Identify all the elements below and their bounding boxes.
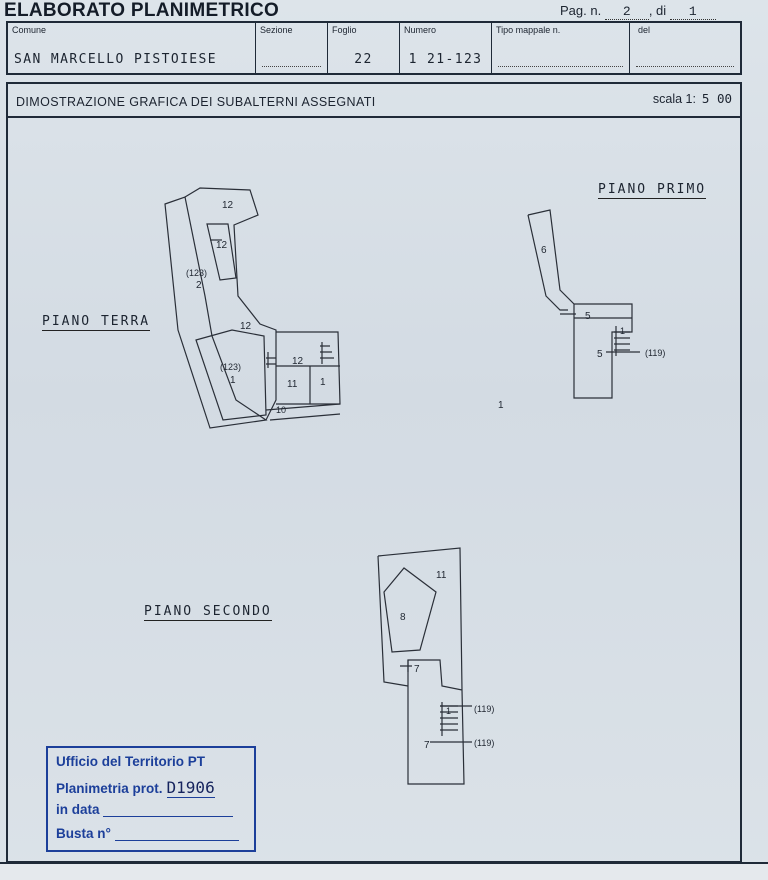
tipo-line xyxy=(498,66,623,67)
primo-unit-label: 5 xyxy=(597,349,603,360)
terra-unit-label: 11 xyxy=(287,379,298,390)
stamp-busta-label: Busta n° xyxy=(56,826,111,841)
pag-value: 2 xyxy=(604,4,649,20)
numero-value: 1 21-123 xyxy=(408,52,483,67)
stamp-busta-line xyxy=(114,840,239,841)
numero-label: Numero xyxy=(404,25,437,35)
primo-unit-label: 5 xyxy=(585,311,591,322)
stamp-data-label: in data xyxy=(56,802,100,817)
plan-piano-terra: 12 12 (123) 2 12 12 (123) 1 11 1 10 xyxy=(164,187,341,429)
tipo-label: Tipo mappale n. xyxy=(496,25,561,35)
numero-cell: Numero 1 21-123 xyxy=(400,23,492,73)
primo-unit-label: 1 xyxy=(620,326,625,336)
secondo-unit-label: (119) xyxy=(474,704,494,714)
terra-unit-label: 1 xyxy=(230,375,236,386)
di-label: , di xyxy=(648,3,667,18)
tipo-cell: Tipo mappale n. xyxy=(492,23,630,73)
office-stamp: Ufficio del Territorio PT Planimetria pr… xyxy=(46,746,256,852)
terra-unit-label: (123) xyxy=(186,268,207,278)
foglio-cell: Foglio 22 xyxy=(328,23,400,73)
terra-unit-label: (123) xyxy=(220,362,241,372)
comune-cell: Comune SAN MARCELLO PISTOIESE xyxy=(8,23,256,73)
secondo-unit-label: 11 xyxy=(436,570,447,581)
stamp-prot-value: D1906 xyxy=(166,778,215,798)
secondo-unit-label: 7 xyxy=(414,664,420,675)
terra-unit-label: 1 xyxy=(320,377,326,388)
page-number: Pag. n. 2, di 1 xyxy=(560,3,716,20)
terra-unit-label: 2 xyxy=(196,280,202,291)
piano-terra-label: PIANO TERRA xyxy=(42,314,151,331)
comune-label: Comune xyxy=(12,25,47,35)
primo-unit-label: (119) xyxy=(645,348,665,358)
di-value: 1 xyxy=(669,4,716,20)
subheader: DIMOSTRAZIONE GRAFICA DEI SUBALTERNI ASS… xyxy=(6,82,742,118)
stamp-line4: Busta n° xyxy=(56,826,239,841)
secondo-unit-label: 8 xyxy=(400,612,406,623)
terra-unit-label: 10 xyxy=(276,405,286,415)
primo-unit-label: 6 xyxy=(541,245,547,256)
footer-band xyxy=(0,862,768,880)
terra-unit-label: 12 xyxy=(216,240,228,251)
scale-value: 5 00 xyxy=(701,91,732,106)
cadastral-header: Comune SAN MARCELLO PISTOIESE Sezione Fo… xyxy=(6,21,742,75)
plan-piano-primo: 6 5 5 1 (119) 1 xyxy=(498,209,665,411)
piano-primo-label: PIANO PRIMO xyxy=(598,182,707,199)
stamp-data-line xyxy=(103,816,234,817)
sezione-label: Sezione xyxy=(260,25,293,35)
del-line xyxy=(636,66,734,67)
document-title: ELABORATO PLANIMETRICO xyxy=(4,0,280,21)
sezione-cell: Sezione xyxy=(256,23,328,73)
comune-value: SAN MARCELLO PISTOIESE xyxy=(14,52,217,67)
terra-unit-label: 12 xyxy=(240,321,252,332)
secondo-unit-label: 7 xyxy=(424,740,430,751)
terra-unit-label: 12 xyxy=(222,200,234,211)
piano-secondo-label: PIANO SECONDO xyxy=(144,604,272,621)
terra-unit-label: 12 xyxy=(292,356,304,367)
stamp-line2: Planimetria prot.D1906 xyxy=(56,778,215,798)
stamp-prot-label: Planimetria prot. xyxy=(56,781,163,796)
scale-label: scala 1: xyxy=(652,92,696,106)
stray-mark: 1 xyxy=(498,400,504,411)
foglio-value: 22 xyxy=(354,52,373,67)
stamp-line3: in data xyxy=(56,802,234,817)
del-label: del xyxy=(638,25,651,35)
stamp-line1: Ufficio del Territorio PT xyxy=(56,754,206,769)
pag-label: Pag. n. xyxy=(560,3,602,18)
del-cell: del xyxy=(630,23,740,73)
secondo-unit-label: 1 xyxy=(446,706,451,716)
secondo-unit-label: (119) xyxy=(474,738,494,748)
subheader-title: DIMOSTRAZIONE GRAFICA DEI SUBALTERNI ASS… xyxy=(16,95,376,109)
foglio-label: Foglio xyxy=(332,25,357,35)
sezione-line xyxy=(262,66,321,67)
plan-piano-secondo: 11 8 7 1 (119) 7 (119) xyxy=(377,547,494,785)
